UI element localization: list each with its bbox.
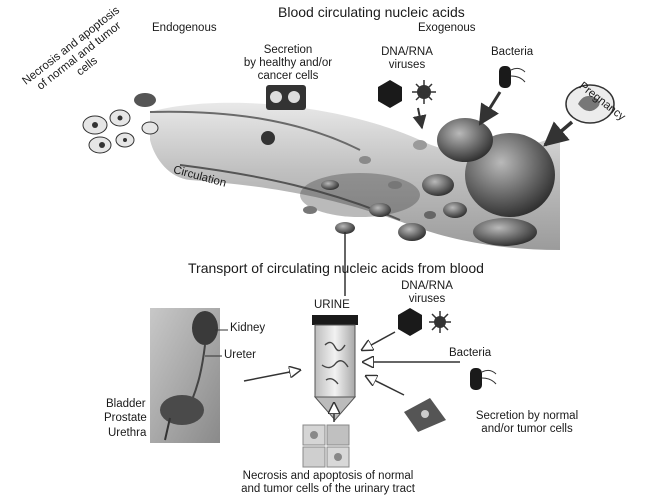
urinary-tract-anatomy: [150, 308, 220, 443]
red-blood-cells: [303, 118, 555, 246]
red-blood-cell: [398, 223, 426, 241]
urinary-necrosis-line-1: Necrosis and apoptosis of normal: [242, 470, 414, 482]
red-blood-cell: [359, 156, 371, 164]
necrotic-cells-icon: [82, 93, 159, 154]
kidney-icon: [192, 311, 218, 345]
red-blood-cell: [388, 181, 402, 189]
exogenous-label: Exogenous: [418, 22, 476, 34]
urinary-necrosis-label: Necrosis and apoptosis of normal and tum…: [213, 470, 443, 496]
anatomy-leader-lines: [205, 329, 228, 357]
bacteria-icon: [470, 368, 497, 390]
red-blood-cell: [321, 180, 339, 190]
red-blood-cell-large: [465, 133, 555, 217]
red-blood-cell: [369, 203, 391, 217]
top-arrows: [344, 91, 574, 296]
bottom-arrows: [243, 331, 460, 422]
urinary-cells-icon: [302, 424, 350, 468]
secretion-bottom-line-1: Secretion by normal: [475, 410, 579, 422]
red-blood-cell: [335, 222, 355, 234]
dna-rna-viruses-label-bottom: DNA/RNA viruses: [392, 280, 462, 306]
fetus-icon: [565, 84, 615, 124]
secretion-label-bottom: Secretion by normal and/or tumor cells: [462, 410, 592, 436]
red-blood-cell: [437, 118, 493, 162]
red-blood-cell: [413, 140, 427, 150]
red-blood-cell: [424, 211, 436, 219]
secretion-line-3: cancer cells: [257, 70, 319, 83]
dna-rna-viruses-label: DNA/RNA viruses: [372, 46, 442, 72]
urethra-label: Urethra: [108, 427, 147, 439]
diagram-title: Blood circulating nucleic acids: [278, 4, 465, 20]
prostate-label: Prostate: [104, 412, 147, 424]
virus-icon: [429, 311, 451, 333]
virus-icon: [412, 80, 436, 104]
bladder-icon: [160, 395, 204, 425]
bacteria-label-bottom: Bacteria: [449, 347, 492, 359]
virus-icon: [398, 308, 422, 336]
red-blood-cell: [422, 174, 454, 196]
secretion-label: Secretion by healthy and/or cancer cells: [228, 44, 348, 84]
red-blood-cell: [303, 206, 317, 214]
bacteria-icon: [499, 66, 526, 88]
kidney-label: Kidney: [230, 322, 266, 334]
bacteria-label-top: Bacteria: [491, 46, 534, 58]
ureter-label: Ureter: [224, 349, 256, 361]
virus-icon: [378, 80, 402, 108]
urinary-necrosis-line-2: and tumor cells of the urinary tract: [241, 483, 415, 496]
urine-label: URINE: [314, 299, 350, 311]
secretion-bottom-line-2: and/or tumor cells: [481, 423, 573, 436]
dna-rna-bottom-line-1: DNA/RNA: [401, 280, 453, 292]
secretion-cells-icon: [261, 85, 306, 145]
dna-rna-line-2: viruses: [388, 59, 426, 72]
red-blood-cell: [473, 218, 537, 246]
dna-rna-line-1: DNA/RNA: [381, 46, 433, 58]
urine-tube[interactable]: [312, 315, 358, 421]
secretion-line-1: Secretion: [263, 44, 313, 56]
red-blood-cell: [443, 202, 467, 218]
dna-rna-bottom-line-2: viruses: [408, 293, 446, 306]
endogenous-label: Endogenous: [152, 22, 217, 34]
transport-title: Transport of circulating nucleic acids f…: [188, 260, 484, 276]
bladder-label: Bladder: [106, 398, 146, 410]
tumor-cells-icon: [404, 398, 446, 432]
secretion-line-2: by healthy and/or: [243, 57, 333, 70]
